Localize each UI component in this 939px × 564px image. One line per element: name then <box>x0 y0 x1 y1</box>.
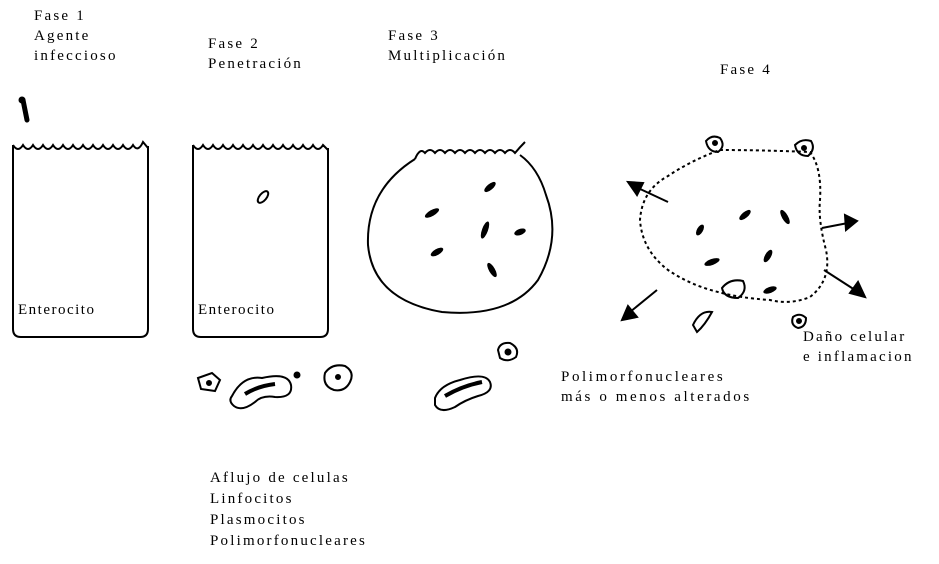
cell-fragments-4 <box>691 135 814 334</box>
polymorph-line-2: más o menos alterados <box>561 389 752 405</box>
phase3-label: Fase 3 Multiplicación <box>388 26 507 66</box>
damage-line-1: Daño celular <box>803 329 907 345</box>
damage-label: Daño celular e inflamacion <box>803 327 914 367</box>
influx-label: Aflujo de celulas Linfocitos Plasmocitos… <box>210 468 367 552</box>
phase1-line-2: infeccioso <box>34 48 118 64</box>
phase1-label: Fase 1 Agente infeccioso <box>34 6 118 66</box>
damaged-cell <box>638 148 829 303</box>
enterocyte-cell-1 <box>12 140 149 338</box>
phase2-line-1: Penetración <box>208 56 304 72</box>
phase2-title: Fase 2 <box>208 36 260 52</box>
bacteria-cluster-4 <box>696 209 790 294</box>
phase1-line-1: Agente <box>34 28 91 44</box>
enterocyte-label-2: Enterocito <box>198 302 276 318</box>
enterocyte-label-1: Enterocito <box>18 302 96 318</box>
phase4-title: Fase 4 <box>720 62 772 78</box>
infectious-agent <box>18 96 30 123</box>
enterocyte-cell-2 <box>192 143 329 338</box>
damage-line-2: e inflamacion <box>803 349 914 365</box>
polymorph-label: Polimorfonucleares más o menos alterados <box>561 367 752 407</box>
polymorph-line-1: Polimorfonucleares <box>561 369 726 385</box>
influx-line-2: Linfocitos <box>210 491 294 507</box>
inflammatory-cells-3 <box>434 341 519 411</box>
inflammatory-cells-2 <box>196 364 353 410</box>
multiplying-cell <box>366 141 554 314</box>
phase3-line-1: Multiplicación <box>388 48 508 64</box>
phase4-label: Fase 4 <box>720 60 772 80</box>
bacteria-cluster-3 <box>424 181 526 278</box>
influx-line-4: Polimorfonucleares <box>210 533 368 549</box>
influx-line-3: Plasmocitos <box>210 512 307 528</box>
phase1-title: Fase 1 <box>34 8 86 24</box>
influx-line-1: Aflujo de celulas <box>210 470 350 486</box>
phase2-label: Fase 2 Penetración <box>208 34 303 74</box>
phase3-title: Fase 3 <box>388 28 440 44</box>
release-arrows <box>620 180 867 322</box>
